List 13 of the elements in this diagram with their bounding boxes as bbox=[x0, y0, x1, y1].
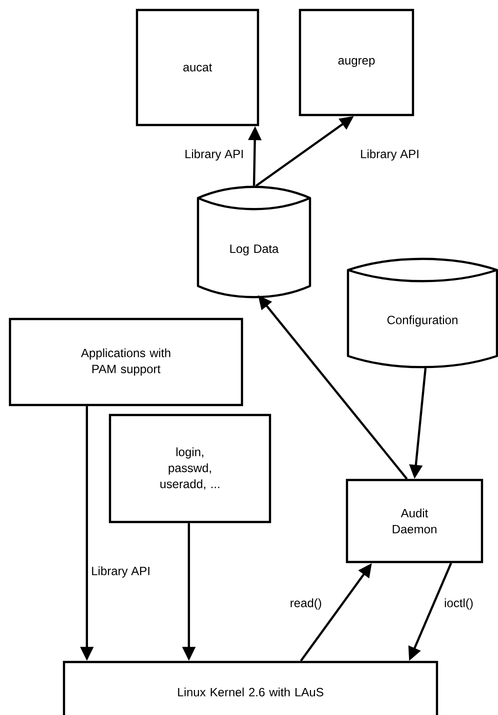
edge-label: read() bbox=[288, 597, 323, 611]
process-box: augrep bbox=[298, 8, 414, 116]
process-box: aucat bbox=[136, 8, 260, 126]
edge-label: Library API bbox=[359, 148, 420, 162]
database-cylinder: Configuration bbox=[346, 258, 498, 368]
process-box: Audit Daemon bbox=[346, 478, 484, 564]
process-box: login, passwd, useradd, ... bbox=[108, 414, 272, 524]
process-box: Linux Kernel 2.6 with LAuS bbox=[62, 660, 438, 715]
edge-label: ioctl() bbox=[443, 597, 474, 611]
process-box: Applications with PAM support bbox=[8, 318, 244, 406]
edge-label: Library API bbox=[90, 565, 152, 579]
edge-label: Library API bbox=[184, 148, 245, 162]
database-cylinder: Log Data bbox=[196, 186, 312, 298]
